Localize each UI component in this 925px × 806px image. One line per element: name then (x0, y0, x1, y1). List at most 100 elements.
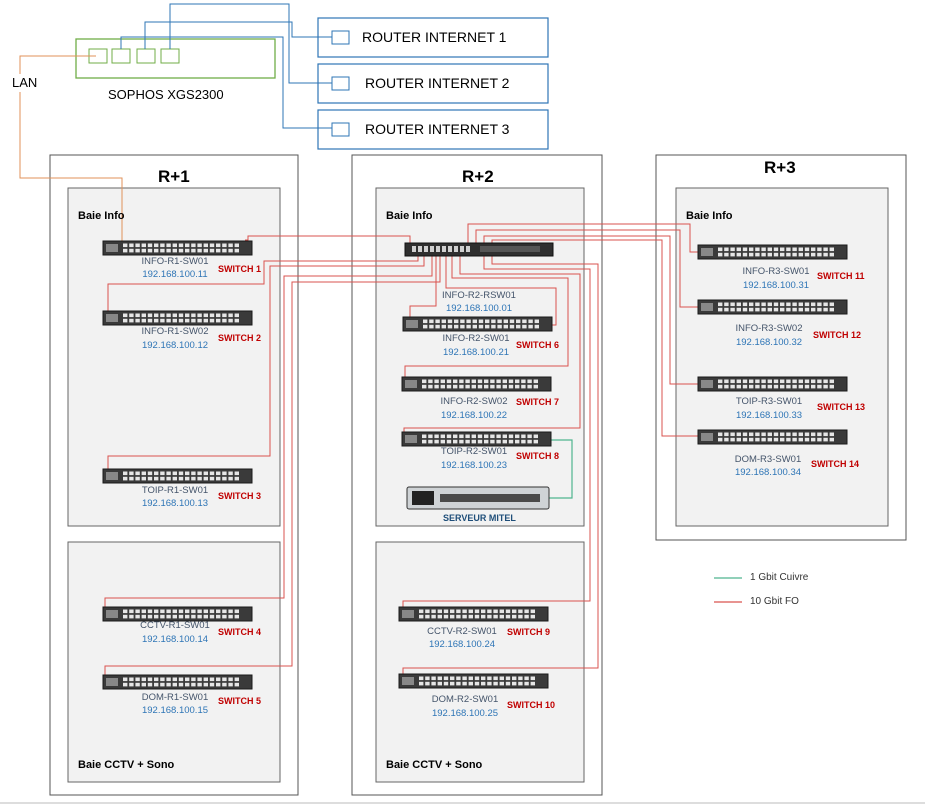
switch-port (154, 614, 159, 619)
switch-port (129, 318, 134, 323)
switch-port (496, 384, 501, 389)
switch-port (528, 324, 533, 329)
switch-port (135, 248, 140, 253)
switch-port (767, 247, 772, 252)
switch-port (135, 609, 140, 614)
switch-port (178, 476, 184, 481)
switch-8-device (401, 431, 552, 447)
switch-port (780, 384, 785, 389)
switch-port (147, 677, 153, 682)
switch-8-id: SWITCH 8 (516, 451, 560, 461)
switch-port (468, 614, 473, 619)
switch-port (222, 677, 227, 682)
switch-port (123, 609, 128, 614)
bay-r2-info-title: Baie Info (386, 210, 433, 222)
switch-port (465, 384, 470, 389)
switch-port (736, 432, 741, 437)
switch-chassis (697, 429, 848, 445)
router-2-label: ROUTER INTERNET 2 (365, 75, 510, 91)
switch-13-name: TOIP-R3-SW01 (735, 396, 803, 407)
bay-r1-cctv (67, 541, 281, 783)
switch-port (141, 471, 146, 476)
switch-port (718, 307, 723, 312)
switch-port (135, 476, 140, 481)
switch-port (530, 676, 535, 681)
switch-port (823, 379, 828, 384)
switch-port (123, 682, 128, 687)
switch-port (736, 437, 741, 442)
switch-port (222, 318, 227, 323)
switch-port (454, 319, 459, 324)
switch-port (718, 432, 723, 437)
switch-console (106, 678, 118, 686)
switch-port (786, 379, 791, 384)
switch-port (804, 302, 810, 307)
switch-port (798, 302, 803, 307)
switch-port (515, 439, 520, 444)
fiber-link (409, 252, 437, 320)
switch-12-id: SWITCH 12 (813, 330, 862, 340)
switch-port (471, 434, 476, 439)
legend-fiber-label: 10 Gbit FO (750, 596, 799, 607)
switch-port (441, 319, 446, 324)
switch-port (478, 324, 484, 329)
switch-port (829, 247, 834, 252)
switch-port (755, 432, 760, 437)
switch-port (474, 614, 480, 619)
switch-port (730, 384, 735, 389)
switch-port (527, 379, 532, 384)
switch-12-name: INFO-R3-SW02 (735, 323, 803, 334)
switch-port (160, 614, 165, 619)
switch-port (419, 609, 424, 614)
fiber-link (104, 252, 441, 676)
switch-port (491, 324, 496, 329)
switch-port (522, 319, 527, 324)
switch-port (172, 471, 177, 476)
switch-port (160, 682, 165, 687)
switch-4-name: CCTV-R1-SW01 (140, 620, 210, 631)
switch-port (474, 681, 480, 686)
switch-port (129, 471, 134, 476)
switch-port (780, 437, 785, 442)
switch-port (474, 676, 480, 681)
fiber-link (467, 223, 700, 253)
switch-port (135, 313, 140, 318)
switch-port (736, 302, 741, 307)
switch-port (811, 302, 816, 307)
switch-7-name: INFO-R2-SW02 (440, 396, 508, 407)
switch-port (234, 243, 239, 248)
switch-port (203, 677, 208, 682)
switch-port (234, 313, 239, 318)
switch-port (515, 384, 520, 389)
switch-9-device (398, 606, 549, 622)
switch-port (154, 609, 159, 614)
switch-port (419, 614, 424, 619)
switch-port (767, 432, 772, 437)
switch-port (434, 379, 439, 384)
switch-2-name: INFO-R1-SW02 (141, 326, 209, 337)
router-3-icon (331, 122, 350, 137)
switch-port (493, 681, 498, 686)
switch-port (160, 243, 165, 248)
switch-port (160, 471, 165, 476)
switch-port (419, 676, 424, 681)
switch-port (767, 379, 772, 384)
switch-port (135, 677, 140, 682)
switch-port (730, 302, 735, 307)
switch-port (446, 439, 452, 444)
switch-port (191, 313, 196, 318)
switch-port (154, 476, 159, 481)
switch-port (811, 307, 816, 312)
switch-port (780, 432, 785, 437)
switch-6-device (402, 316, 553, 332)
floor-r1-title: R+1 (158, 167, 190, 186)
switch-port (460, 319, 465, 324)
switch-port (166, 243, 171, 248)
switch-port (817, 302, 822, 307)
switch-port (780, 307, 785, 312)
switch-port (203, 682, 208, 687)
switch-port (773, 379, 779, 384)
switch-port (422, 434, 427, 439)
switch-port (209, 248, 215, 253)
switch-port (135, 318, 140, 323)
